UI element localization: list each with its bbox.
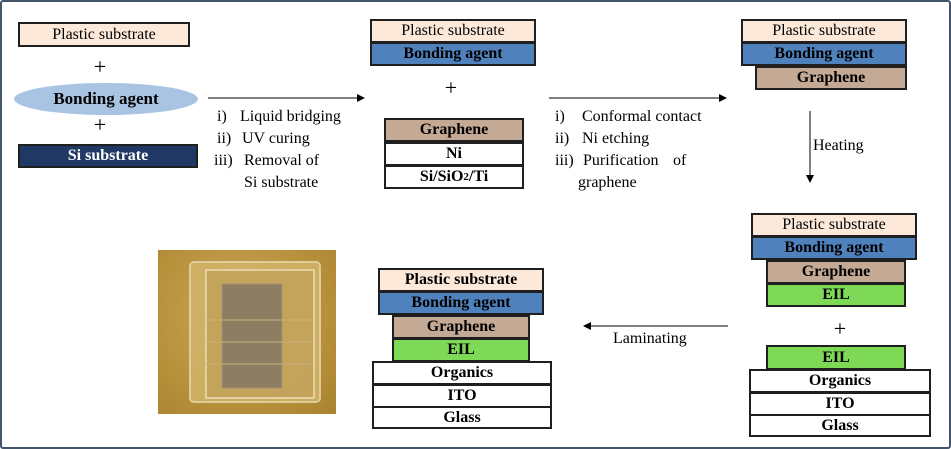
stage3-bonding-agent: Bonding agent <box>741 42 907 66</box>
stage2-sio2-subscript: 2 <box>463 170 469 183</box>
device-graphene-area <box>221 283 283 389</box>
step2-label-2: Ni etching <box>582 130 650 147</box>
step1-label-3-num: iii) <box>214 152 233 169</box>
stage2-sio2-main: Si/SiO <box>419 168 464 185</box>
step2-label-1: Conformal contact <box>582 108 702 125</box>
initial-plus-2: + <box>93 112 107 137</box>
step1-label-3: Removal of <box>244 152 320 169</box>
stage4-ito: ITO <box>749 392 931 416</box>
step1-label-2: UV curing <box>242 130 310 147</box>
step4-label: Laminating <box>613 330 687 347</box>
device-photo <box>158 250 336 414</box>
device-photo-drawing <box>189 261 321 403</box>
stage2-plus: + <box>444 75 458 100</box>
step1-label-3b: Si substrate <box>244 174 319 191</box>
final-glass: Glass <box>372 406 552 429</box>
step2-label-3-of: of <box>673 152 687 169</box>
step2-label-3b: graphene <box>578 174 637 191</box>
step1-label-2-num: ii) <box>217 130 232 147</box>
stage4-plus: + <box>833 316 847 341</box>
final-eil: EIL <box>392 338 530 362</box>
stage2-graphene: Graphene <box>384 118 524 142</box>
step1-label-1-num: i) <box>217 108 227 125</box>
step3-label: Heating <box>813 137 864 154</box>
stage2-sio2-tail: /Ti <box>468 168 489 185</box>
stage4-glass: Glass <box>749 414 931 437</box>
step2-label-1-num: i) <box>555 108 565 125</box>
step2-label-2-num: ii) <box>555 130 570 147</box>
stage3-graphene: Graphene <box>755 66 907 90</box>
stage4-bonding-agent: Bonding agent <box>751 236 917 260</box>
initial-si-substrate: Si substrate <box>18 144 198 168</box>
stage4-organics: Organics <box>749 369 931 393</box>
stage4-eil: EIL <box>766 283 906 307</box>
stage4-plastic-substrate: Plastic substrate <box>751 213 917 237</box>
initial-bonding-agent: Bonding agent <box>14 83 198 115</box>
step1-label-1: Liquid bridging <box>240 108 341 125</box>
stage2-plastic-substrate: Plastic substrate <box>370 19 536 43</box>
stage2-bonding-agent: Bonding agent <box>370 42 536 66</box>
step2-label-3-num: iii) <box>555 152 574 169</box>
initial-plastic-substrate: Plastic substrate <box>18 22 190 47</box>
initial-plus-1: + <box>93 54 107 79</box>
step2-label-3: Purification <box>583 152 659 169</box>
final-bonding-agent: Bonding agent <box>378 291 544 315</box>
